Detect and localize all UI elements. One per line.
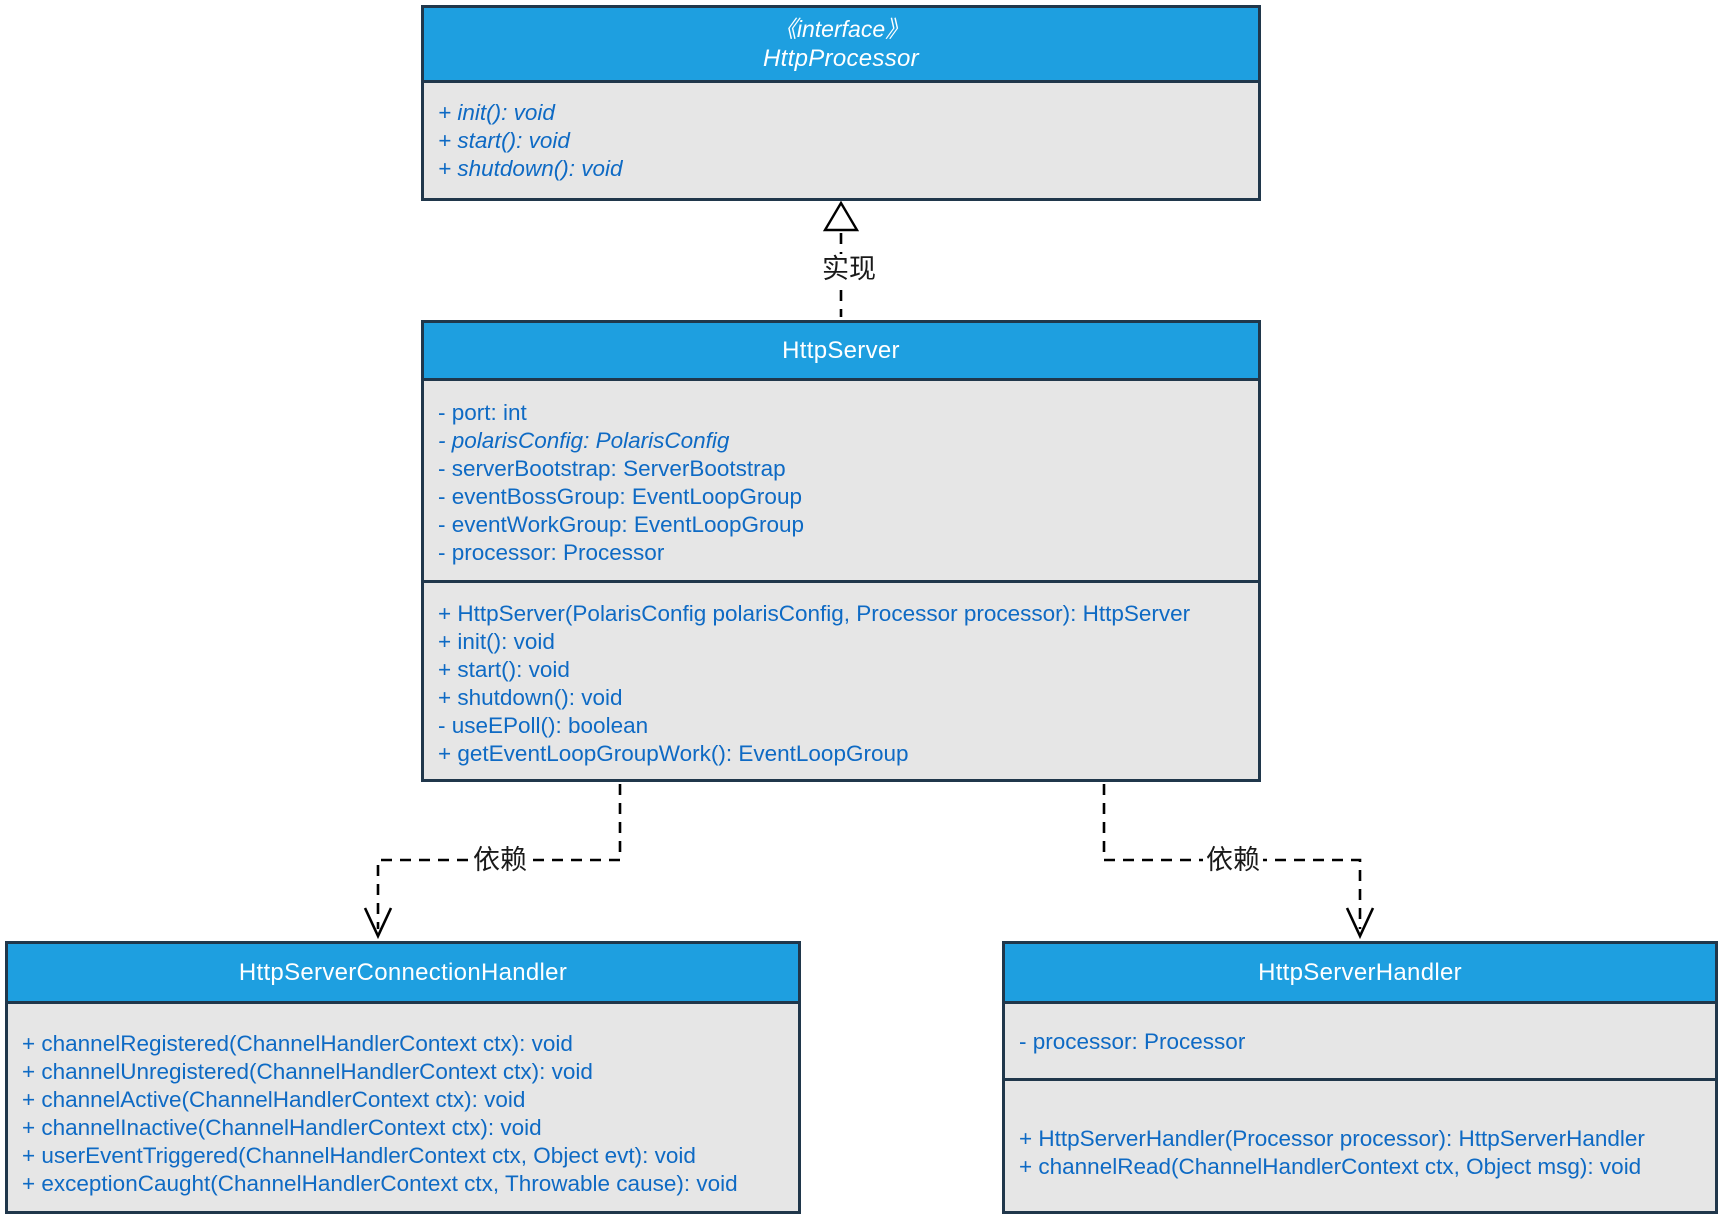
method-line: + start(): void <box>438 128 570 153</box>
method-line: + shutdown(): void <box>438 685 623 710</box>
methods-section-httpserverhandler: + HttpServerHandler(Processor processor)… <box>1005 1078 1715 1211</box>
method-line: + start(): void <box>438 657 570 682</box>
method-line: + init(): void <box>438 629 555 654</box>
field-line: - serverBootstrap: ServerBootstrap <box>438 456 786 481</box>
class-box-httpserverconnectionhandler[interactable]: HttpServerConnectionHandler + channelReg… <box>5 941 801 1214</box>
method-line: + exceptionCaught(ChannelHandlerContext … <box>22 1171 738 1196</box>
fields-section-httpserver: - port: int - polarisConfig: PolarisConf… <box>424 378 1258 580</box>
method-line: + channelRegistered(ChannelHandlerContex… <box>22 1031 573 1056</box>
method-line: + channelUnregistered(ChannelHandlerCont… <box>22 1059 593 1084</box>
method-line: + HttpServerHandler(Processor processor)… <box>1019 1126 1645 1151</box>
class-header-httpprocessor: 《interface》 HttpProcessor <box>424 8 1258 80</box>
field-line: - port: int <box>438 400 527 425</box>
method-line: + channelActive(ChannelHandlerContext ct… <box>22 1087 526 1112</box>
class-box-httpserverhandler[interactable]: HttpServerHandler - processor: Processor… <box>1002 941 1718 1214</box>
method-line: - useEPoll(): boolean <box>438 713 649 738</box>
field-line: - processor: Processor <box>1019 1029 1246 1054</box>
class-header-httpserverconnectionhandler: HttpServerConnectionHandler <box>8 944 798 1001</box>
field-line: - eventBossGroup: EventLoopGroup <box>438 484 802 509</box>
method-line: + channelRead(ChannelHandlerContext ctx,… <box>1019 1154 1642 1179</box>
class-header-httpserver: HttpServer <box>424 323 1258 378</box>
dependency-left-label: 依赖 <box>470 845 530 875</box>
method-line: + channelInactive(ChannelHandlerContext … <box>22 1115 542 1140</box>
class-box-httpserver[interactable]: HttpServer - port: int - polarisConfig: … <box>421 320 1261 782</box>
field-line: - eventWorkGroup: EventLoopGroup <box>438 512 805 537</box>
field-line: - processor: Processor <box>438 540 665 565</box>
realization-label: 实现 <box>819 254 879 284</box>
method-line: + getEventLoopGroupWork(): EventLoopGrou… <box>438 741 909 766</box>
class-title-httpserverconnectionhandler: HttpServerConnectionHandler <box>238 959 568 986</box>
class-title-httpserverhandler: HttpServerHandler <box>1258 959 1462 986</box>
methods-section-httpserverconnectionhandler: + channelRegistered(ChannelHandlerContex… <box>8 1001 798 1211</box>
method-line: + userEventTriggered(ChannelHandlerConte… <box>22 1143 696 1168</box>
dependency-right-label: 依赖 <box>1203 845 1263 875</box>
dependency-right-line <box>1102 784 1362 929</box>
method-line: + shutdown(): void <box>438 156 623 181</box>
methods-section-httpserver: + HttpServer(PolarisConfig polarisConfig… <box>424 580 1258 779</box>
class-title-httpserver: HttpServer <box>782 337 900 364</box>
class-title-httpprocessor: HttpProcessor <box>763 45 919 72</box>
class-header-httpserverhandler: HttpServerHandler <box>1005 944 1715 1001</box>
method-line: + HttpServer(PolarisConfig polarisConfig… <box>438 601 1191 626</box>
stereotype-label: 《interface》 <box>773 16 909 42</box>
methods-section-httpprocessor: + init(): void + start(): void + shutdow… <box>424 80 1258 198</box>
dependency-right-arrowhead <box>1345 907 1375 940</box>
field-line: - polarisConfig: PolarisConfig <box>438 428 730 453</box>
class-box-httpprocessor[interactable]: 《interface》 HttpProcessor + init(): void… <box>421 5 1261 201</box>
dependency-left-arrowhead <box>363 907 393 940</box>
realization-triangle-arrowhead <box>822 200 860 232</box>
fields-section-httpserverhandler: - processor: Processor <box>1005 1001 1715 1078</box>
method-line: + init(): void <box>438 100 555 125</box>
